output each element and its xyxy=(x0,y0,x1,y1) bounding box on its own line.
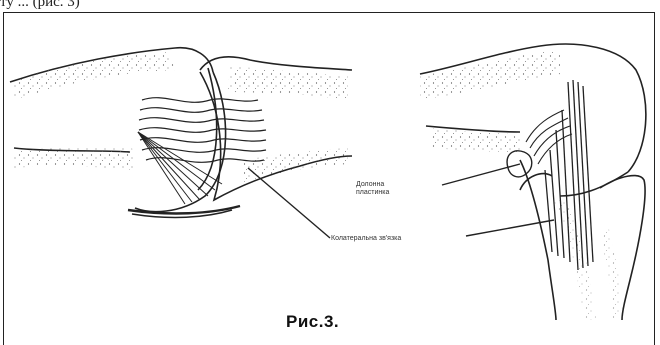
right-joint-drawing xyxy=(420,44,646,320)
left-joint-drawing xyxy=(10,48,352,238)
label-palmar-plate-line1: Долонна xyxy=(356,181,389,189)
label-collateral-ligament: Колатеральна зв'язка xyxy=(331,235,401,243)
label-palmar-plate-line2: пластинка xyxy=(356,189,389,197)
label-palmar-plate: Долонна пластинка xyxy=(356,181,389,197)
figure-caption: Рис.3. xyxy=(286,312,339,332)
